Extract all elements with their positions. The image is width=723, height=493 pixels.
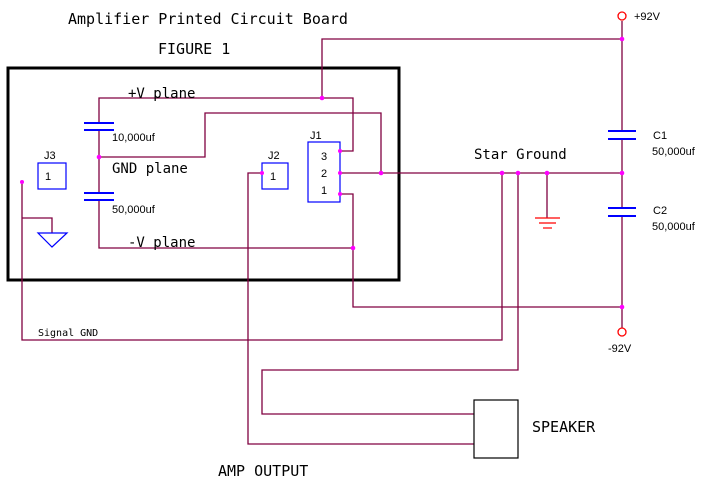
cap-bottom-value: 50,000uf (112, 204, 156, 216)
wire-plus-v-plane (98, 97, 354, 152)
pcb-board-outline (6, 66, 401, 282)
j3-pin: 1 (45, 171, 51, 183)
wire-plus-92v-rail (321, 38, 622, 98)
ground-symbol-icon (36, 232, 69, 248)
capacitor-icon (84, 192, 114, 201)
j1-pin-2: 2 (321, 168, 327, 180)
gnd-plane-label: GND plane (112, 161, 188, 177)
capacitor-icon (608, 130, 636, 140)
j3-label: J3 (44, 150, 56, 162)
c2-name: C2 (653, 205, 667, 217)
connector-j3 (37, 162, 67, 190)
junction-nodes (20, 36, 625, 310)
signal-gnd-label: Signal GND (38, 328, 98, 339)
capacitor-icon (608, 207, 636, 217)
figure-label: FIGURE 1 (158, 40, 230, 58)
star-ground-label: Star Ground (474, 147, 567, 163)
speaker-label: SPEAKER (532, 418, 596, 436)
wire-signal-gnd (21, 173, 503, 341)
plus-92v-terminal-icon (617, 11, 627, 21)
plus-92v-label: +92V (634, 11, 661, 23)
j1-pin-3: 3 (321, 151, 327, 163)
minus-v-plane-label: -V plane (128, 235, 195, 251)
c2-value: 50,000uf (652, 221, 696, 233)
connector-j2 (261, 162, 289, 190)
amp-output-label: AMP OUTPUT (218, 462, 308, 480)
wire-amp-output (247, 172, 474, 445)
wire-speaker-return (261, 173, 519, 415)
diagram-title: Amplifier Printed Circuit Board (68, 10, 348, 28)
cap-top-value: 10,000uf (112, 132, 156, 144)
chassis-ground-icon (535, 217, 560, 229)
c1-name: C1 (653, 130, 667, 142)
j1-pin-1: 1 (321, 185, 327, 197)
c1-value: 50,000uf (652, 146, 696, 158)
minus-92v-terminal-icon (617, 327, 627, 337)
j2-pin: 1 (270, 171, 276, 183)
wire-j3-ground (22, 217, 53, 233)
j1-label: J1 (310, 130, 322, 142)
j2-label: J2 (268, 150, 280, 162)
speaker-box (473, 399, 519, 459)
capacitor-icon (84, 122, 114, 131)
minus-92v-label: -92V (608, 343, 632, 355)
plus-v-plane-label: +V plane (128, 86, 195, 102)
wires (21, 21, 623, 445)
wire-minus-92v-rail (352, 248, 622, 308)
wire-gnd-plane-route (99, 112, 382, 173)
